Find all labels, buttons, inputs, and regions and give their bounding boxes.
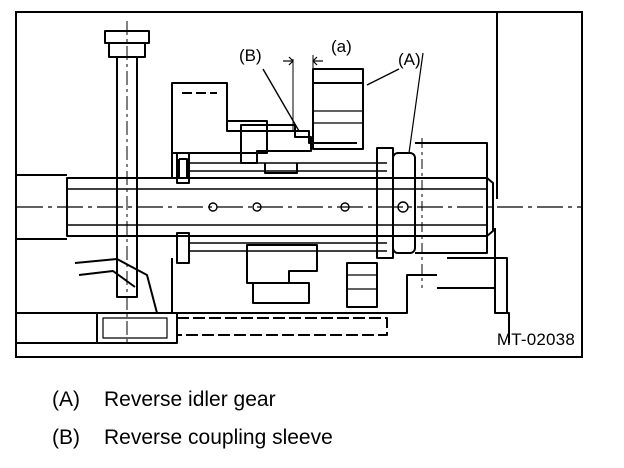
leader-a — [366, 68, 400, 86]
legend-label: Reverse coupling sleeve — [104, 426, 333, 449]
coupling-sleeve-lower — [246, 244, 318, 284]
callout-b: (B) — [239, 46, 262, 65]
reverse-idler-gear-lower — [346, 262, 378, 308]
leader-b — [262, 68, 300, 132]
lower-left-housing — [74, 258, 158, 314]
right-housing — [415, 142, 488, 254]
callout-a-dimension: (a) — [331, 37, 352, 56]
gear-assembly-drawing — [17, 13, 581, 344]
lower-housing — [171, 258, 437, 314]
legend-key: (A) — [52, 388, 80, 411]
legend-item-a: (A) Reverse idler gear — [52, 388, 276, 412]
reverse-idler-gear-upper — [312, 82, 364, 150]
legend-item-b: (B) Reverse coupling sleeve — [52, 426, 333, 450]
transmission-cross-section-figure: (B) (a) (A) MT-02038 — [15, 11, 583, 358]
legend-label: Reverse idler gear — [104, 388, 276, 411]
legend-key: (B) — [52, 426, 80, 449]
figure-code: MT-02038 — [496, 330, 575, 349]
bearing — [392, 152, 416, 254]
callout-a: (A) — [398, 50, 421, 69]
